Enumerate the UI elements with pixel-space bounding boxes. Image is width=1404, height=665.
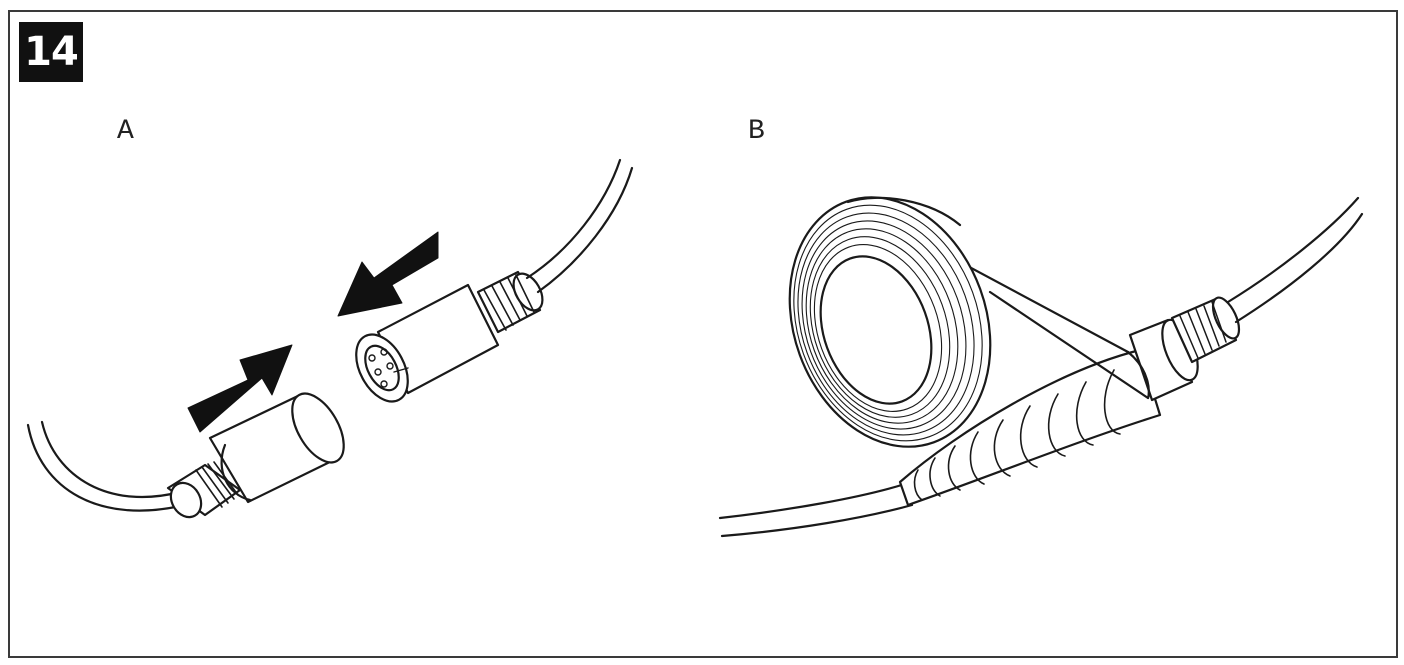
- tape-roll-layers: [793, 204, 983, 442]
- connector-pins: [368, 348, 409, 388]
- panel-b-label: B: [748, 116, 765, 147]
- right-cable: [525, 158, 634, 294]
- tape-windings: [913, 369, 1121, 501]
- tape-roll: [788, 196, 992, 448]
- taped-joint: [898, 348, 1162, 507]
- right-connector: [355, 270, 544, 403]
- cable-b-upper: [1226, 196, 1364, 324]
- cable-b-lower: [718, 482, 914, 538]
- insert-arrow-left: [337, 231, 439, 317]
- panel-b-drawing: [718, 196, 1364, 538]
- left-connector: [166, 392, 345, 519]
- connector-sleeve-b: [1128, 318, 1199, 402]
- panel-a-drawing: [26, 158, 634, 519]
- panel-a-label: A: [117, 116, 134, 147]
- step-number-badge: 14: [19, 22, 83, 82]
- strain-relief-b: [1170, 296, 1241, 364]
- tape-roll-core: [819, 255, 933, 405]
- left-cable: [26, 420, 187, 512]
- insert-arrow-right: [187, 344, 293, 433]
